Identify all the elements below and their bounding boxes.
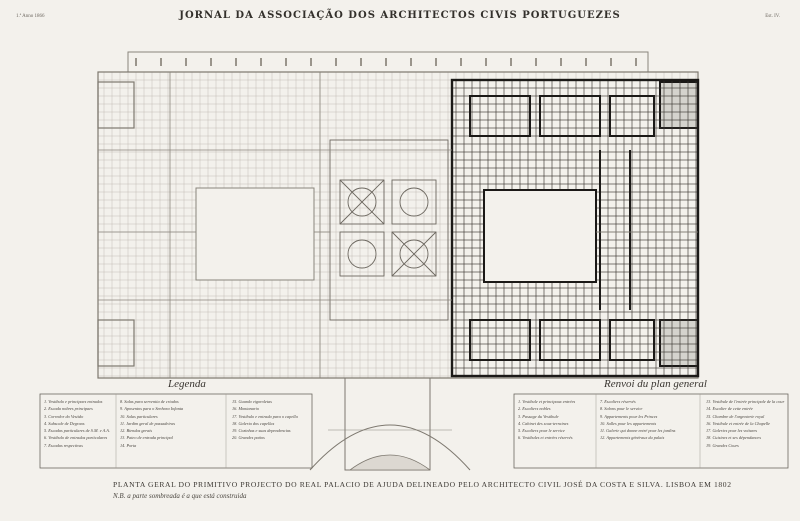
east-courtyard (483, 189, 597, 283)
renvoi-entry: 15. Chambre de l'argenterie royal (706, 413, 765, 419)
west-courtyard (195, 187, 315, 281)
renvoi-entry: 16. Vestibule et entrée de la Chapelle (706, 420, 771, 426)
built-wing-walls (469, 95, 655, 361)
forecourt-arc (309, 424, 471, 471)
renvoi-entry: 19. Grandes Cours (706, 442, 739, 448)
legend-entry: 5. Escadas particulares de S.M. e A.A. (44, 428, 110, 434)
plan-note: N.B. a parte sombreada é a que está cons… (113, 492, 247, 500)
renvoi-entry: 3. Passage du Vestibule (518, 413, 559, 419)
renvoi-entry: 7. Escaliers réservés (600, 399, 636, 404)
renvoi-column-2: 7. Escaliers réservés 8. Salons pour le … (600, 398, 688, 442)
north-colonnade (127, 51, 649, 73)
legend-entry: 6. Vestibulo de entradas particulares (44, 435, 108, 441)
renvoi-column-1: 1. Vestibule et principaux entrées 2. Es… (518, 398, 590, 442)
renvoi-entry: 1. Vestibule et principaux entrées (518, 399, 576, 404)
legend-title: Legenda (168, 378, 206, 390)
legend-entry: 7. Escadas respectivas (44, 442, 83, 448)
sheet-year: 1.ª Anno 1866 (16, 14, 45, 19)
renvoi-entry: 18. Cuisines et ses dépendances (706, 435, 762, 441)
central-block (329, 139, 449, 321)
legend-entry: 20. Grandes patios (232, 435, 265, 441)
renvoi-entry: 8. Salons pour le service (600, 406, 643, 412)
renvoi-entry: 9. Appartements pour les Princes (600, 413, 658, 419)
legend-entry: 10. Salas particulares (120, 413, 158, 419)
legend-entry: 14. Porta (120, 442, 137, 448)
renvoi-entry: 10. Salles pour les appartements (600, 420, 657, 426)
renvoi-title: Renvoi du plan general (604, 378, 707, 390)
renvoi-entry: 5. Escaliers pour le service (518, 428, 565, 434)
renvoi-entry: 11. Galerie qui donne entré pour les jar… (600, 428, 676, 434)
renvoi-entry: 14. Escalier de cette entrée (706, 406, 753, 412)
plate-number: Est. IV. (765, 14, 780, 19)
tower-nw (97, 81, 135, 129)
journal-title: JORNAL DA ASSOCIAÇÃO DOS ARCHITECTOS CIV… (179, 10, 621, 21)
legend-entry: 17. Vestibulo e entrada para o capella (232, 413, 298, 419)
north-columns (135, 58, 637, 66)
renvoi-entry: 4. Cabinet des sous-terraines (518, 420, 569, 426)
legend-entry: 15. Guarda vigoroletas (232, 399, 272, 404)
south-forecourt (344, 378, 431, 471)
legend-column-1: 1. Vestibulo e principaes entradas 2. Es… (44, 398, 110, 449)
legend-entry: 8. Salas para serventia de criados (120, 399, 179, 404)
legend-entry: 19. Cozinhas e suas dependencias (232, 428, 291, 434)
renvoi-entry: 2. Escaliers nobles (518, 406, 551, 412)
renvoi-entry: 6. Vestibules et entrées réservés (518, 435, 573, 441)
renvoi-entry: 17. Galeries pour les voitures (706, 428, 758, 434)
plan-caption: PLANTA GERAL DO PRIMITIVO PROJECTO DO RE… (113, 480, 732, 489)
legend-frame (39, 393, 313, 469)
legend-column-3: 15. Guarda vigoroletas 16. Montanario 17… (232, 398, 306, 442)
renvoi-entry: 13. Vestibule de l'entrée principale de … (706, 399, 785, 404)
legend-entry: 18. Galeria dos capellas (232, 420, 275, 426)
legend-column-2: 8. Salas para serventia de criados 9. Ap… (120, 398, 202, 449)
legend-entry: 12. Biendas gerais (120, 428, 153, 434)
legend-entry: 1. Vestibulo e principaes entradas (44, 399, 103, 404)
legend-entry: 4. Subscale de Degraos (44, 420, 85, 426)
legend-entry: 2. Escada nobres principaes (44, 406, 93, 412)
legend-entry: 3. Corredor do Vestido (44, 413, 84, 419)
renvoi-column-3: 13. Vestibule de l'entrée principale de … (706, 398, 786, 449)
legend-entry: 9. Aposentos para o Senhora Infanta (120, 406, 184, 412)
tower-sw (97, 319, 135, 367)
forecourt-semicircle (349, 454, 431, 471)
renvoi-entry: 12. Appartements généraux du palais (600, 435, 665, 441)
corridors (98, 72, 698, 378)
legend-entry: 13. Pateo de entrada principal (120, 435, 173, 441)
legend-entry: 16. Montanario (232, 406, 259, 412)
legend-entry: 11. Jardim geral de passadeiras (120, 420, 176, 426)
renvoi-frame (513, 393, 789, 469)
